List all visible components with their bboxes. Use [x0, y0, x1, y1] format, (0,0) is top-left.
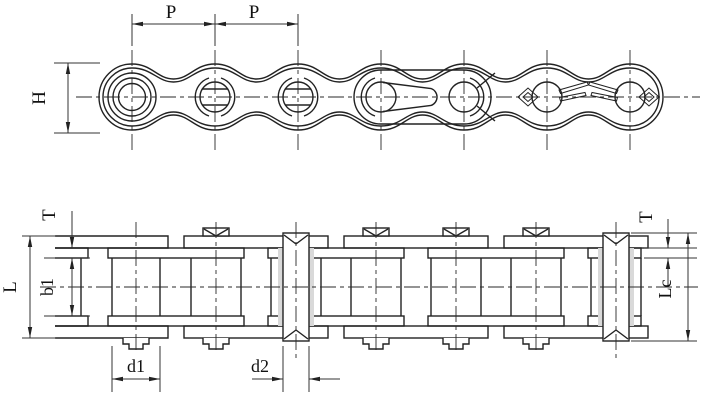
spring-clip-opening — [448, 72, 496, 122]
dimension-connecting-length: Lc — [631, 232, 697, 342]
thickness-left-label: T — [39, 209, 60, 221]
pin-diameter-label: d2 — [251, 356, 269, 376]
connecting-length-label: Lc — [655, 279, 675, 298]
side-view-pin-centerlines — [131, 50, 631, 150]
roller-link-end — [107, 72, 157, 122]
inner-width-label: b1 — [37, 278, 57, 296]
pitch-label-1: P — [166, 2, 177, 23]
plan-view-pin-centerlines — [135, 222, 617, 358]
outer-link-plate-contour — [98, 63, 664, 131]
thickness-right-label: T — [636, 211, 657, 223]
spring-clip-slot — [360, 77, 438, 117]
height-label: H — [29, 91, 50, 105]
chain-side-view — [76, 50, 700, 150]
connecting-link-plate — [353, 69, 492, 125]
dimension-inner-width: b1 — [37, 257, 90, 317]
roller-diameter-label: d1 — [127, 356, 145, 376]
dimension-thickness-left: T — [39, 209, 75, 248]
length-label: L — [0, 281, 21, 293]
outer-plates — [55, 235, 649, 339]
pin-rivet-heads-bottom — [122, 338, 550, 350]
dimension-pitch-2: P — [215, 2, 299, 46]
chain-plan-view — [40, 222, 698, 358]
bushing-joint — [194, 77, 236, 117]
cotter-pin-joint — [517, 81, 590, 113]
dimension-roller-diameter: d1 — [111, 346, 161, 392]
bushing-joint — [277, 77, 319, 117]
cotter-pin-joint — [587, 81, 660, 113]
dimension-pin-diameter: d2 — [251, 346, 340, 392]
pitch-label-2: P — [249, 2, 260, 23]
dimension-height: H — [29, 62, 100, 134]
dimension-length: L — [0, 235, 56, 339]
dimension-pitch-1: P — [131, 2, 216, 46]
